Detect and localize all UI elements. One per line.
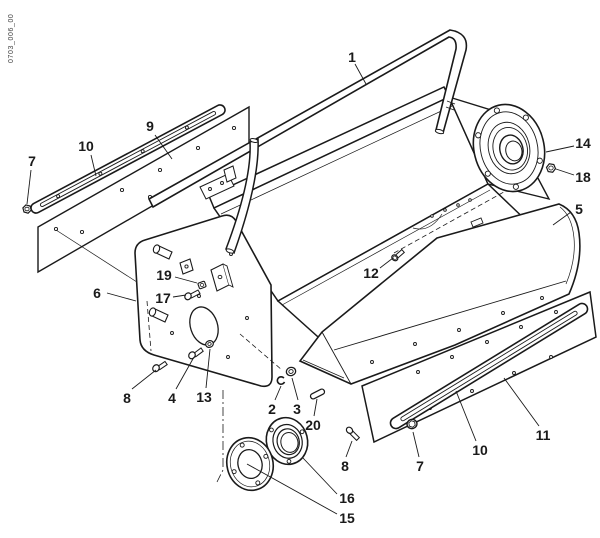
part-key-20 (309, 388, 326, 400)
callout-18: 18 (575, 169, 591, 185)
callout-leader-3 (291, 377, 299, 401)
callout-11: 11 (536, 427, 551, 443)
part-side-plate-6 (134, 214, 273, 388)
part-bolt-7-bottom (406, 418, 418, 430)
part-flange-bearing-14 (472, 103, 546, 193)
callout-leader-1 (354, 63, 367, 85)
part-washer-13 (205, 340, 214, 348)
callout-7: 7 (416, 458, 424, 474)
callout-leader-11 (503, 377, 540, 427)
callout-leader-7 (26, 169, 32, 205)
callout-leader-16 (302, 457, 338, 495)
part-screw-8-left (152, 360, 168, 373)
part-screw-8-right (345, 426, 361, 442)
callout-10: 10 (78, 138, 94, 154)
callout-2: 2 (268, 401, 276, 417)
part-washer-3 (285, 366, 297, 377)
part-cover-5 (298, 203, 581, 385)
assembly-axis-line (239, 333, 283, 371)
callout-leader-8 (131, 369, 157, 390)
callout-17: 17 (155, 290, 171, 306)
callout-14: 14 (575, 135, 591, 151)
callout-4: 4 (168, 390, 176, 406)
callout-5: 5 (575, 201, 583, 217)
part-nut-7-left (22, 204, 32, 214)
part-circlip-2 (276, 376, 286, 385)
callout-20: 20 (305, 417, 321, 433)
callout-8: 8 (341, 458, 349, 474)
callout-leader-9 (154, 134, 173, 160)
part-screw-12 (391, 248, 406, 262)
callout-10: 10 (472, 442, 488, 458)
callout-leader-10 (455, 390, 477, 442)
callout-leader-8 (345, 440, 353, 458)
callout-leader-17 (172, 294, 187, 298)
part-nut-18 (545, 163, 557, 173)
callout-6: 6 (93, 285, 101, 301)
part-ring-flange-15 (225, 436, 275, 492)
callout-leader-10 (90, 154, 97, 177)
callout-leader-13 (205, 348, 211, 389)
callout-leader-2 (274, 385, 282, 401)
callout-leader-15 (246, 463, 338, 515)
part-bearing-flange-16 (265, 416, 309, 466)
callout-8: 8 (123, 390, 131, 406)
callout-7: 7 (28, 153, 36, 169)
callout-16: 16 (339, 490, 355, 506)
callout-12: 12 (363, 265, 379, 281)
drawing-number: 0703_006_00 (8, 14, 15, 63)
callout-15: 15 (339, 510, 355, 526)
callout-leader-5 (552, 211, 572, 226)
callout-leader-12 (379, 257, 394, 269)
part-handle-leg-tube (225, 137, 259, 255)
callout-19: 19 (156, 267, 172, 283)
callout-leader-20 (313, 398, 318, 417)
callout-9: 9 (146, 118, 154, 134)
callout-leader-6 (106, 292, 137, 302)
callout-3: 3 (293, 401, 301, 417)
part-handle-tube-1 (147, 29, 468, 209)
callout-13: 13 (196, 389, 212, 405)
part-rear-plate-9 (37, 105, 250, 285)
part-slotted-bar-10-bottom (389, 302, 589, 430)
callout-leader-18 (555, 168, 575, 176)
callout-1: 1 (348, 49, 356, 65)
callout-leader-4 (175, 356, 195, 390)
part-slotted-bar-10-top (30, 104, 226, 214)
callout-leader-19 (174, 276, 198, 284)
callout-leader-7 (412, 431, 420, 458)
center-axis-line (216, 390, 224, 483)
part-nut-19 (197, 280, 207, 290)
callout-leader-14 (545, 145, 575, 153)
